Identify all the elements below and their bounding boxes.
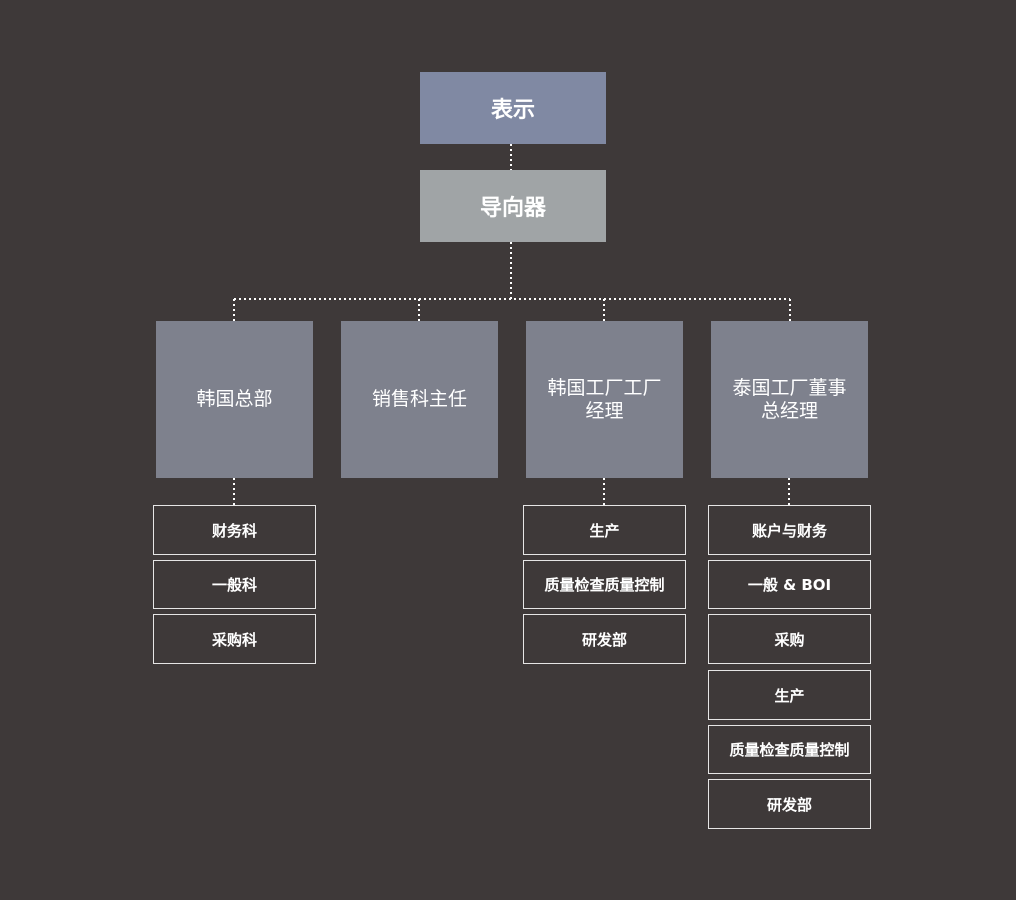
- sub-node-finance: 财务科: [153, 505, 316, 555]
- department-label: 销售科主任: [371, 388, 467, 410]
- sub-node-label: 研发部: [581, 630, 627, 649]
- sub-node-production: 生产: [523, 505, 686, 555]
- navigator-node-label: 导向器: [479, 196, 546, 221]
- sub-node-quality-control: 质量检查质量控制: [708, 725, 871, 774]
- sub-node-label: 研发部: [766, 795, 812, 814]
- department-label: 韩国工厂工厂 经理: [547, 376, 662, 422]
- sub-node-accounts-finance: 账户与财务: [708, 505, 871, 555]
- department-sales-director: 销售科主任: [341, 321, 498, 478]
- sub-node-label: 质量检查质量控制: [729, 741, 850, 759]
- sub-node-label: 一般 & BOI: [747, 576, 832, 594]
- sub-node-label: 生产: [589, 521, 620, 540]
- sub-node-quality-control: 质量检查质量控制: [523, 560, 686, 609]
- sub-node-label: 采购: [774, 630, 805, 649]
- department-korea-factory-manager: 韩国工厂工厂 经理: [526, 321, 683, 478]
- navigator-node: 导向器: [420, 170, 606, 242]
- department-thailand-factory-director: 泰国工厂董事 总经理: [711, 321, 868, 478]
- sub-node-purchasing: 采购科: [153, 614, 316, 664]
- top-node: 表示: [420, 72, 606, 144]
- sub-node-label: 生产: [774, 686, 805, 705]
- sub-node-label: 质量检查质量控制: [544, 576, 665, 594]
- sub-node-label: 账户与财务: [751, 521, 827, 540]
- sub-node-label: 财务科: [211, 521, 257, 540]
- sub-node-label: 一般科: [211, 576, 257, 594]
- department-label: 韩国总部: [196, 388, 273, 410]
- sub-node-general-boi: 一般 & BOI: [708, 560, 871, 609]
- sub-node-production: 生产: [708, 670, 871, 720]
- sub-node-rnd: 研发部: [523, 614, 686, 664]
- top-node-label: 表示: [490, 98, 535, 123]
- sub-node-label: 采购科: [211, 630, 257, 649]
- sub-node-general: 一般科: [153, 560, 316, 609]
- sub-node-rnd: 研发部: [708, 779, 871, 829]
- sub-node-purchasing: 采购: [708, 614, 871, 664]
- department-label: 泰国工厂董事 总经理: [732, 376, 847, 422]
- department-korea-hq: 韩国总部: [156, 321, 313, 478]
